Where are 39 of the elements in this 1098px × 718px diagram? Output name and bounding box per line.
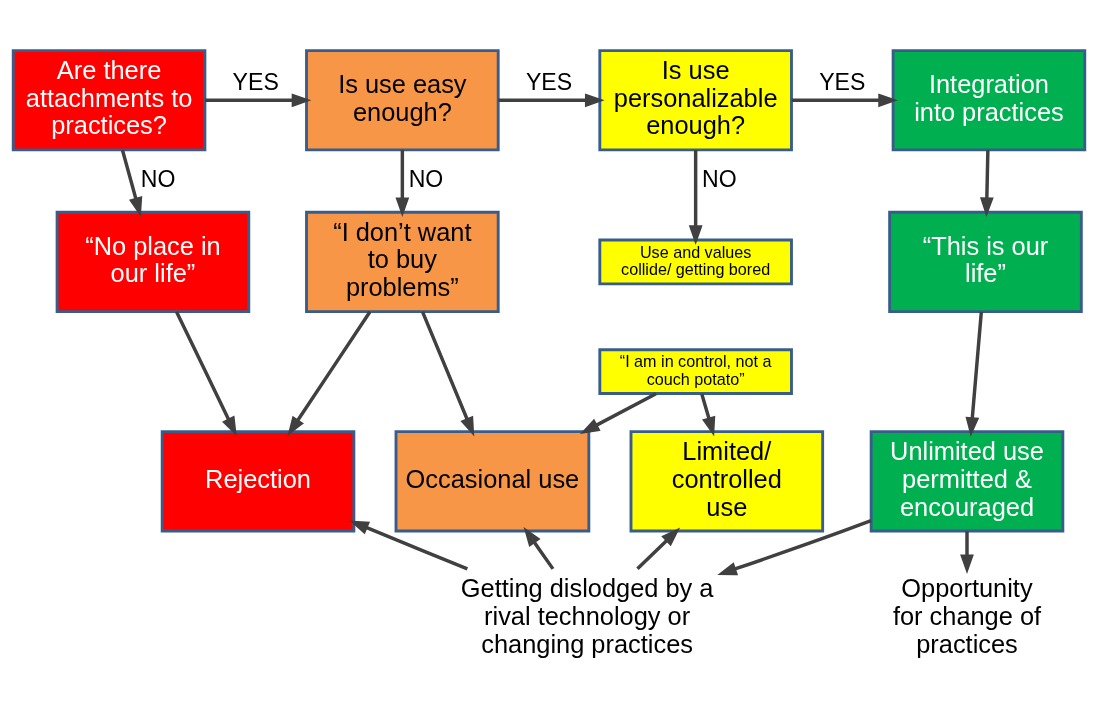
edge-label: NO [408, 165, 444, 192]
node-text: Getting dislodged by a rival technology or changing practices [460, 573, 714, 658]
node-box: “I am in control, not a couch potato” [598, 347, 793, 395]
arrow [523, 526, 555, 570]
arrow [120, 149, 143, 217]
arrow [636, 527, 681, 570]
arrow [174, 310, 237, 436]
arrow [717, 518, 872, 575]
arrow [579, 391, 657, 434]
edge-label: NO [140, 165, 176, 192]
arrow [395, 149, 410, 217]
node-box: Integration into practices [891, 48, 1087, 151]
node-box: Use and values collide/ getting bored [598, 238, 793, 285]
node-box: Unlimited use permitted & encouraged [869, 429, 1065, 532]
arrow [688, 149, 703, 245]
edge-label: NO [702, 165, 737, 192]
arrow [960, 530, 974, 574]
node-box: Is use easy enough? [305, 48, 500, 151]
arrow [349, 520, 469, 571]
arrow [979, 149, 994, 217]
edge-label: YES [525, 68, 573, 95]
node-box: Is use personalizable enough? [598, 48, 793, 151]
edge-label: YES [819, 68, 866, 95]
node-text: Opportunity for change of practices [892, 573, 1042, 658]
arrow [965, 311, 984, 437]
node-box: “This is our life” [888, 210, 1083, 313]
arrow [498, 92, 605, 107]
node-box: “No place in our life” [55, 210, 251, 313]
node-box: Occasional use [394, 429, 591, 532]
node-box: Rejection [160, 429, 356, 532]
arrow [791, 92, 898, 107]
node-box: Limited/ controlled use [629, 429, 825, 532]
node-box: Are there attachments to practices? [11, 48, 207, 151]
arrow [420, 310, 475, 436]
arrow [700, 393, 716, 436]
arrow [205, 92, 312, 107]
edge-label: YES [232, 68, 279, 95]
node-box: “I don’t want to buy problems” [305, 210, 500, 313]
arrow [287, 310, 372, 436]
